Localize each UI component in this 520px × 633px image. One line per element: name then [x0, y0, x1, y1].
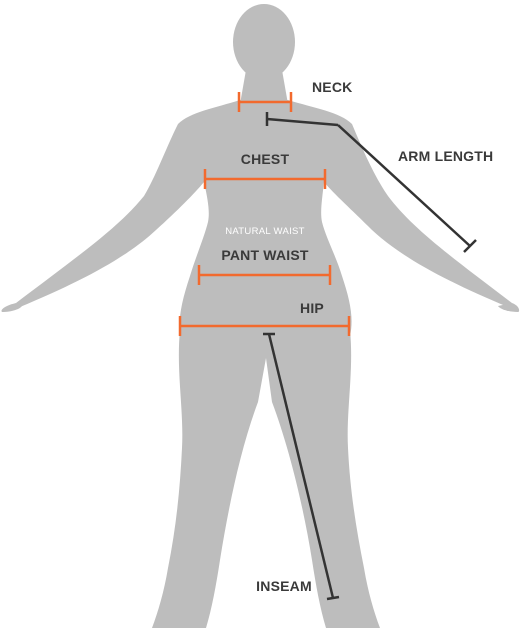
- neck-label: NECK: [312, 79, 352, 95]
- hip-label: HIP: [300, 300, 324, 316]
- body-silhouette: [2, 4, 520, 628]
- pant-waist-label: PANT WAIST: [221, 247, 309, 263]
- chest-label: CHEST: [241, 151, 290, 167]
- inseam-label: INSEAM: [256, 578, 312, 594]
- neck-shape: [240, 70, 288, 104]
- head-shape: [233, 4, 295, 80]
- torso-arms-shape: [16, 100, 512, 336]
- arm-length-label: ARM LENGTH: [398, 148, 493, 164]
- natural-waist-label: NATURAL WAIST: [225, 226, 305, 237]
- right-hand-shape: [498, 303, 519, 312]
